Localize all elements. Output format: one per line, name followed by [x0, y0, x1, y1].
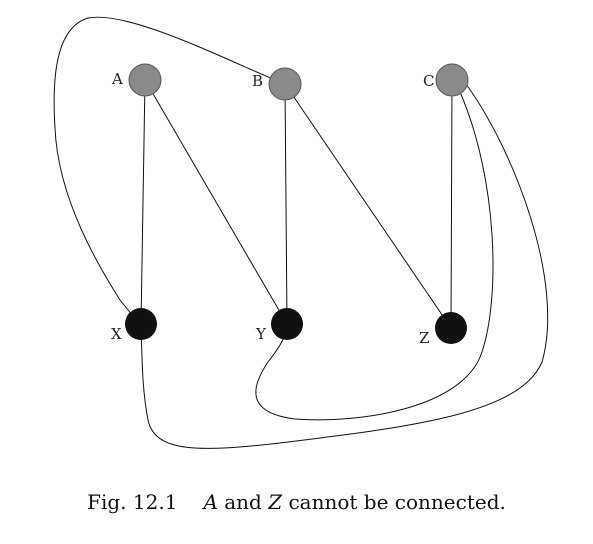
- figure-number: Fig. 12.1: [87, 490, 178, 514]
- edge-c-x: [140, 83, 549, 449]
- edge-c-y: [255, 91, 494, 421]
- node-y-label: Y: [255, 325, 267, 343]
- node-y-circle: [271, 308, 303, 340]
- node-a: A: [111, 63, 162, 97]
- edge-c-z: [450, 79, 453, 329]
- figure-caption: Fig. 12.1 A and Z cannot be connected.: [0, 490, 593, 514]
- node-z: Z: [419, 312, 467, 347]
- node-x-circle: [125, 308, 157, 340]
- node-b-label: B: [252, 72, 263, 90]
- node-x-label: X: [111, 325, 122, 343]
- node-c-label: C: [423, 72, 434, 90]
- node-x: X: [111, 308, 157, 343]
- node-a-label: A: [111, 70, 123, 88]
- edge-b-y: [284, 83, 288, 325]
- node-b-circle: [268, 67, 302, 101]
- caption-rest: cannot be connected.: [288, 490, 506, 514]
- node-b: B: [252, 67, 302, 101]
- caption-var-z: Z: [268, 490, 283, 514]
- edge-a-x: [140, 79, 146, 325]
- node-a-circle: [128, 63, 162, 97]
- node-y: Y: [255, 308, 303, 343]
- node-z-circle: [435, 312, 467, 344]
- caption-and: and: [224, 490, 262, 514]
- caption-var-a: A: [203, 490, 218, 514]
- node-c-circle: [435, 63, 469, 97]
- edge-b-x: [53, 16, 286, 325]
- node-z-label: Z: [419, 329, 429, 347]
- edge-a-y: [144, 79, 288, 325]
- node-c: C: [423, 63, 469, 97]
- edge-b-z: [284, 83, 452, 329]
